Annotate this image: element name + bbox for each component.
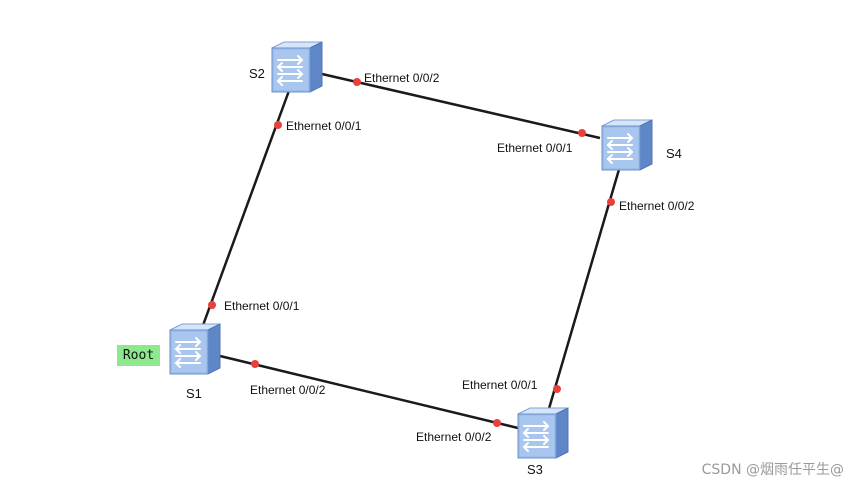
switch-s4-label: S4 (666, 146, 682, 161)
port-label-s2-e002: Ethernet 0/0/2 (364, 71, 440, 85)
port-dot-s3-e001 (553, 385, 561, 393)
switch-s3-label: S3 (527, 462, 543, 477)
port-label-s1-e002: Ethernet 0/0/2 (250, 383, 326, 397)
switch-s1-label: S1 (186, 386, 202, 401)
port-label-s3-e002: Ethernet 0/0/2 (416, 430, 492, 444)
port-label-s3-e001: Ethernet 0/0/1 (462, 378, 538, 392)
port-dot-s2-e002 (353, 78, 361, 86)
switch-s4-icon[interactable] (601, 119, 653, 171)
link-s2-s4 (321, 72, 601, 140)
switch-s3-icon[interactable] (517, 407, 569, 459)
link-s4-s3 (546, 165, 622, 413)
port-dot-s4-e001 (578, 129, 586, 137)
switch-s1-icon[interactable] (169, 323, 221, 375)
port-label-s2-e001: Ethernet 0/0/1 (286, 119, 362, 133)
port-label-s4-e002: Ethernet 0/0/2 (619, 199, 695, 213)
port-label-s4-e001: Ethernet 0/0/1 (497, 141, 573, 155)
switch-s2-icon[interactable] (271, 41, 323, 93)
link-s1-s3 (219, 354, 519, 430)
port-dot-s1-e001 (208, 301, 216, 309)
port-dot-s4-e002 (607, 198, 615, 206)
port-label-s1-e001: Ethernet 0/0/1 (224, 299, 300, 313)
port-dot-s1-e002 (251, 360, 259, 368)
watermark: CSDN @烟雨任平生@ (701, 462, 844, 478)
link-s1-s2 (200, 87, 292, 329)
root-bridge-tag: Root (117, 345, 160, 366)
port-dot-s3-e002 (493, 419, 501, 427)
port-dot-s2-e001 (274, 121, 282, 129)
switch-s2-label: S2 (249, 66, 265, 81)
